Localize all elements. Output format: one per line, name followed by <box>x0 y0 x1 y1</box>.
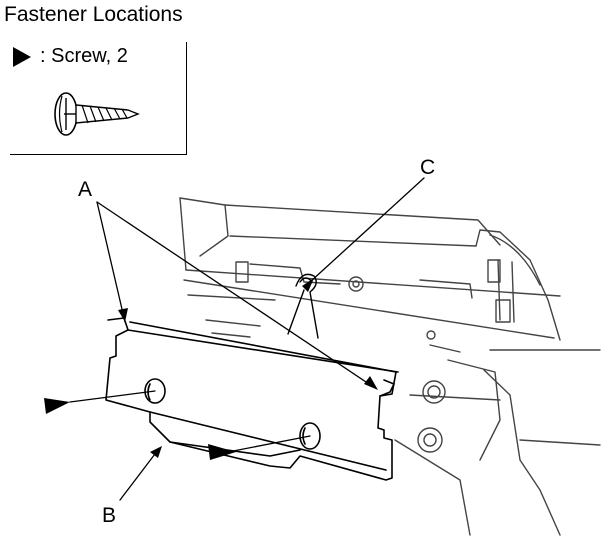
arrow-heads <box>118 278 378 458</box>
screw-location-marker <box>44 398 70 414</box>
dashboard-structure <box>179 197 601 536</box>
page-title: Fastener Locations <box>4 3 183 26</box>
legend-label: : Screw, 2 <box>40 45 128 67</box>
screw-icon <box>54 92 140 136</box>
leader-lines <box>69 177 425 501</box>
triangle-marker-icon <box>13 47 31 67</box>
screw-location-marker <box>208 444 236 460</box>
callout-b: B <box>102 504 117 527</box>
panel-b <box>105 317 399 481</box>
callout-c: C <box>420 156 436 179</box>
legend-box: : Screw, 2 <box>10 42 187 155</box>
callout-a: A <box>78 178 93 201</box>
clip-c <box>287 273 319 339</box>
